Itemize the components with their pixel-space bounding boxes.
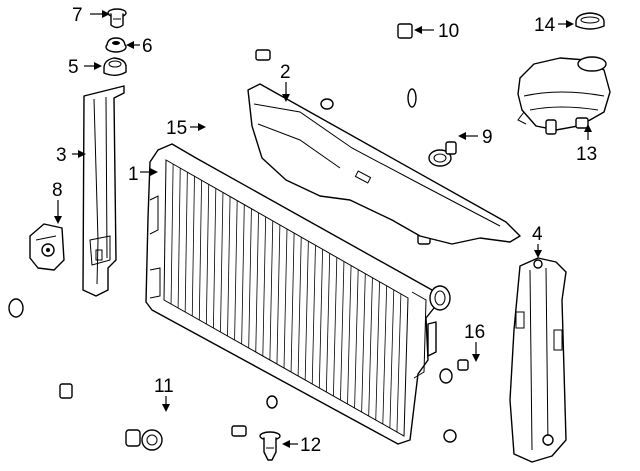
radiator-fin — [191, 176, 195, 317]
radiator-fin — [283, 228, 288, 369]
radiator-fin — [347, 265, 352, 405]
part-13-expansion-tank[interactable] — [517, 56, 611, 135]
radiator-core-fins — [170, 164, 402, 433]
callout-14: 14 — [534, 15, 556, 36]
radiator-fin — [276, 224, 281, 365]
part-3-air-guide[interactable] — [82, 85, 125, 297]
radiator-fin — [255, 212, 259, 353]
radiator-fin — [205, 184, 210, 325]
part-7-bolt[interactable] — [107, 8, 127, 29]
radiator-fin — [213, 188, 217, 329]
part-4-side-air-guide[interactable] — [509, 257, 567, 463]
callout-3: 3 — [56, 145, 67, 166]
radiator-fin — [177, 168, 181, 309]
callout-4: 4 — [532, 224, 543, 245]
radiator-fin — [262, 216, 267, 357]
radiator-fin — [297, 237, 302, 377]
part-11-lower-hose[interactable] — [8, 298, 278, 451]
radiator-fin — [368, 277, 373, 417]
part-9-hose[interactable] — [407, 88, 459, 167]
radiator-fin — [354, 269, 359, 409]
part-10-hose[interactable] — [320, 23, 413, 110]
radiator-fin — [184, 172, 188, 313]
radiator-fin — [248, 208, 252, 349]
part-16-hose[interactable] — [439, 359, 471, 443]
callout-13: 13 — [576, 144, 597, 165]
radiator-fin — [220, 192, 224, 333]
radiator-fin — [234, 200, 238, 341]
part-8-bracket[interactable] — [29, 223, 65, 271]
radiator-fin — [170, 164, 174, 305]
callout-12: 12 — [300, 435, 321, 456]
callout-1: 1 — [128, 164, 139, 185]
radiator-fin — [227, 196, 231, 337]
callout-11: 11 — [154, 376, 174, 397]
radiator-fin — [269, 220, 274, 361]
part-1-radiator[interactable] — [145, 143, 451, 445]
radiator-fin — [382, 285, 388, 425]
part-5-mount[interactable] — [103, 57, 127, 76]
callout-8: 8 — [52, 180, 63, 201]
part-2-upper-duct[interactable] — [247, 83, 521, 245]
radiator-fin — [389, 289, 395, 429]
part-14-cap[interactable] — [575, 12, 605, 30]
part-6-grommet[interactable] — [105, 37, 127, 53]
callout-16: 16 — [464, 322, 485, 343]
radiator-fin — [290, 233, 295, 373]
callout-7: 7 — [72, 5, 83, 26]
radiator-fin — [375, 281, 380, 421]
radiator-fin — [311, 245, 316, 385]
radiator-fin — [361, 273, 366, 413]
radiator-fin — [340, 261, 345, 401]
radiator-fin — [241, 204, 245, 345]
callout-6: 6 — [142, 36, 153, 57]
callout-labels: 7 6 5 3 8 15 1 2 10 9 14 13 4 16 11 12 — [52, 5, 597, 456]
radiator-fin — [304, 241, 309, 381]
callout-10: 10 — [438, 21, 459, 42]
callout-5: 5 — [68, 57, 79, 78]
radiator-fin — [325, 253, 331, 393]
radiator-fin — [318, 249, 323, 389]
radiator-fin — [396, 293, 402, 433]
radiator-fin — [198, 180, 202, 321]
leader-lines — [54, 10, 592, 448]
callout-9: 9 — [482, 127, 493, 148]
callout-15: 15 — [166, 118, 187, 139]
part-12-clip[interactable] — [259, 431, 281, 461]
radiator-fin — [333, 257, 338, 397]
callout-2: 2 — [280, 62, 291, 83]
